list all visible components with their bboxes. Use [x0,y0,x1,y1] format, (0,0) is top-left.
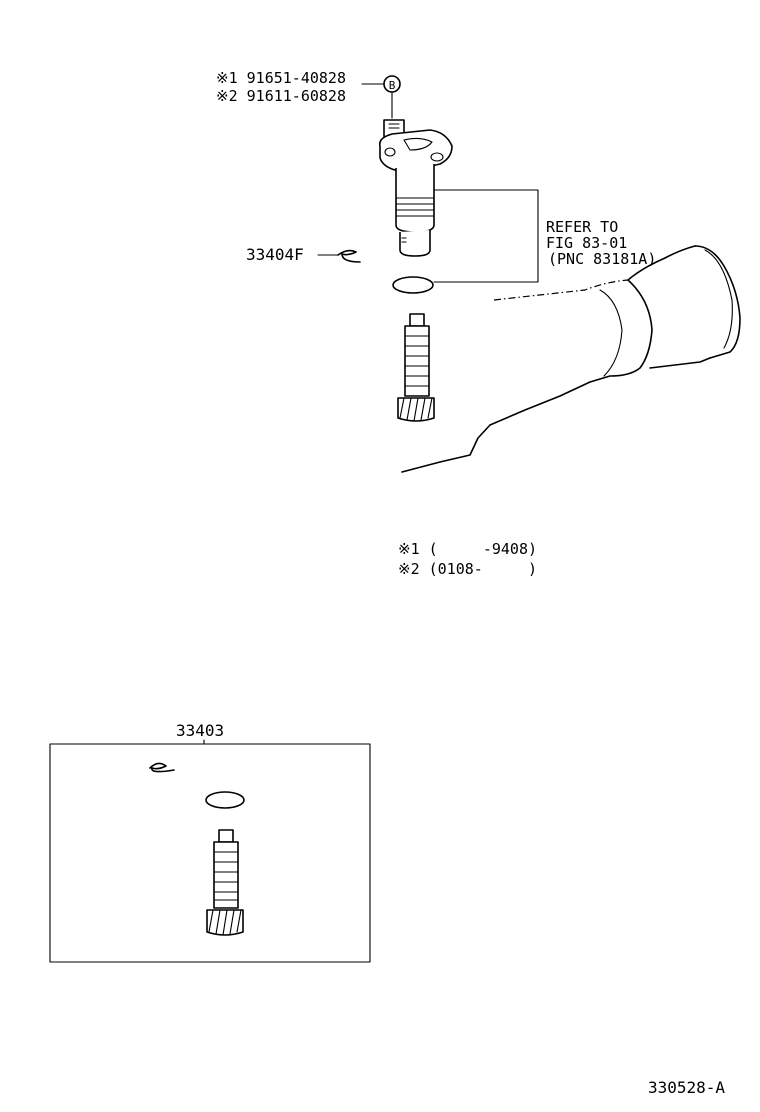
refer-line-3: (PNC 83181A) [548,250,656,268]
speed-sensor [378,119,453,257]
refer-line-2: FIG 83-01 [546,234,627,252]
kit-box [49,743,371,963]
clip-part-number: 33404F [246,245,304,264]
note-line-2: ※2 (0108- ) [398,560,537,578]
kit-part-number: 33403 [176,721,224,740]
bolt-b-marker: B [361,75,401,119]
transmission-housing [401,245,741,473]
kit-driven-gear [206,829,244,936]
o-ring [392,276,434,294]
bolt-part-line-1: ※1 91651-40828 [216,69,346,87]
kit-o-ring [205,791,245,809]
kit-clip [149,762,175,773]
bolt-marker-letter: B [389,79,396,92]
bolt-part-line-2: ※2 91611-60828 [216,87,346,105]
refer-bracket [433,189,539,283]
driven-gear [397,313,435,422]
refer-line-1: REFER TO [546,218,618,236]
note-line-1: ※1 ( -9408) [398,540,537,558]
figure-id: 330528-A [648,1078,725,1097]
clip [317,249,361,263]
